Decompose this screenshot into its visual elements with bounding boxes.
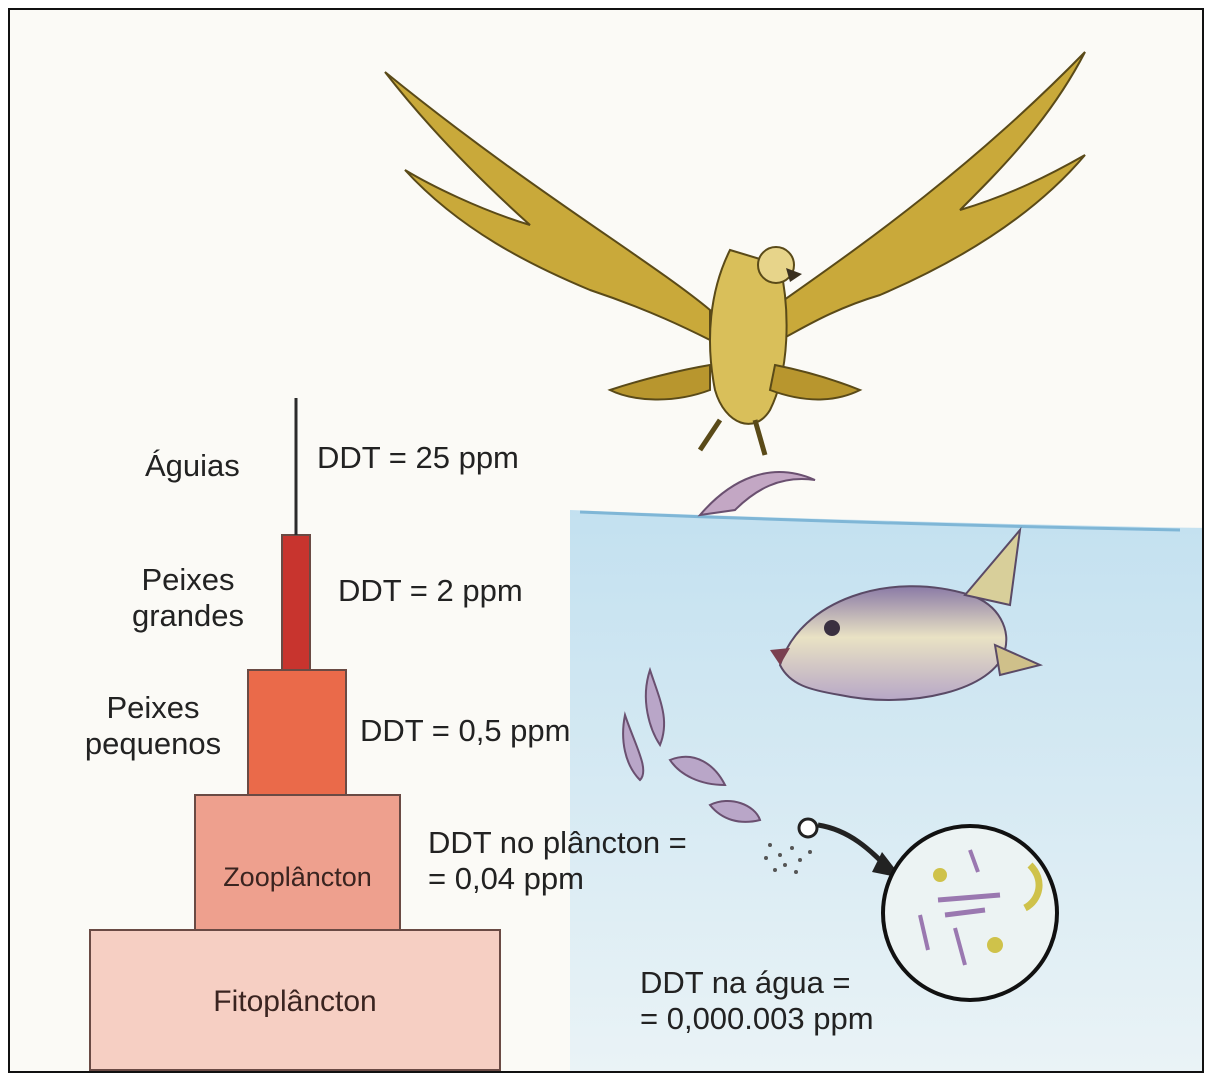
plankton-magnifier-icon — [883, 826, 1057, 1000]
diagram-scene — [10, 10, 1204, 1073]
label-zooplankton: Zooplâncton — [195, 862, 400, 893]
diagram-frame: Águias DDT = 25 ppm Peixes grandes DDT =… — [8, 8, 1204, 1073]
ddt-small-fish: DDT = 0,5 ppm — [360, 713, 571, 749]
ddt-plankton: DDT no plâncton = = 0,04 ppm — [428, 825, 687, 896]
tier-small-fish — [248, 670, 346, 795]
ddt-water: DDT na água = = 0,000.003 ppm — [640, 965, 874, 1036]
ddt-eagles: DDT = 25 ppm — [317, 440, 519, 476]
tier-big-fish — [282, 535, 310, 670]
ddt-big-fish: DDT = 2 ppm — [338, 573, 523, 609]
label-big-fish: Peixes grandes — [118, 562, 258, 633]
label-phytoplankton: Fitoplâncton — [90, 985, 500, 1019]
label-eagles: Águias — [145, 448, 240, 484]
magnifier-origin — [799, 819, 817, 837]
label-small-fish: Peixes pequenos — [68, 690, 238, 761]
